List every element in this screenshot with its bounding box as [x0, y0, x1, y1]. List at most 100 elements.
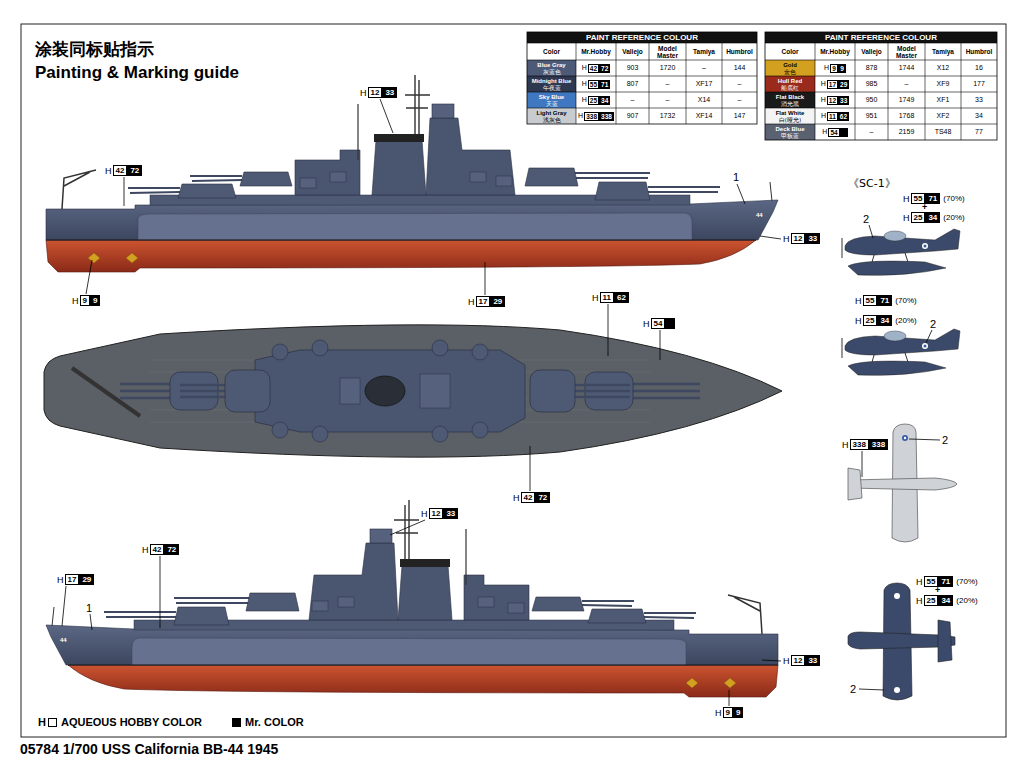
leader-line: [862, 451, 863, 477]
color-name: Midnight Blue: [532, 78, 572, 85]
label-text: 2: [930, 318, 936, 330]
callout-letter: H: [578, 112, 583, 120]
table-cell: H338338: [576, 108, 616, 124]
callout-letter: H: [105, 166, 112, 176]
table-text: –: [905, 80, 909, 88]
ship-top-view: [44, 325, 782, 457]
table-cell: –: [649, 76, 686, 92]
ship-side-view: [300, 178, 316, 188]
callout-letter: H: [468, 297, 475, 307]
table-cell: Vallejo: [616, 43, 649, 60]
paint-callout: H338338: [842, 439, 888, 450]
ship-top-view: [420, 374, 450, 408]
color-cell: Light Gray浅灰色: [527, 108, 576, 124]
ship-top-view: [365, 376, 405, 406]
table-heading: PAINT REFERENCE COLOUR: [586, 33, 698, 43]
floatplane-top-gray: [904, 437, 906, 439]
ship-side-view: [240, 172, 292, 186]
leader-line: [160, 556, 161, 628]
table-cell: 147: [722, 108, 757, 124]
table-text: 34: [975, 112, 983, 120]
paint-table: [765, 124, 997, 125]
color-name: Gold: [783, 62, 797, 69]
color-cell: Midnight Blue午夜蓝: [527, 76, 576, 92]
paint-table: [888, 43, 889, 140]
percent-note: (20%): [956, 596, 977, 605]
table-text: 2159: [899, 128, 915, 136]
ship-top-view: [530, 370, 575, 412]
leader-line: [859, 689, 884, 690]
table-text: –: [666, 96, 670, 104]
callout-letter: H: [783, 234, 790, 244]
column-heading: Tamiya: [693, 48, 715, 55]
table-cell: XF17: [686, 76, 722, 92]
table-cell: H1162: [815, 108, 855, 124]
floatplane-side: [884, 231, 906, 241]
color-code: 54: [651, 318, 666, 329]
table-cell: –: [722, 92, 757, 108]
table-cell: –: [888, 76, 925, 92]
color-code-inverse: 338: [599, 112, 614, 121]
table-cell: 878: [855, 60, 888, 76]
label-text: 2: [942, 434, 948, 446]
ship-side-view: [178, 184, 236, 198]
color-code: 25: [924, 595, 939, 606]
column-heading: Mr.Hobby: [581, 48, 611, 55]
paint-table: [527, 108, 576, 124]
color-code: 25: [863, 315, 878, 326]
ship-top-view: [272, 344, 288, 360]
color-code-inverse: 72: [127, 165, 142, 176]
percent-note: (70%): [943, 194, 964, 203]
paint-table: [925, 43, 926, 140]
color-code-inverse: 33: [443, 508, 458, 519]
color-code-inverse: 29: [79, 574, 94, 585]
ship-top-view: [120, 384, 172, 398]
color-code-box: [665, 318, 675, 329]
color-cell: Sky Blue天蓝: [527, 92, 576, 108]
color-code-inverse: 72: [599, 64, 610, 73]
table-cell: XF9: [925, 76, 961, 92]
floatplane-top-gray: [848, 424, 957, 542]
paint-table: [765, 124, 815, 140]
color-code: 25: [911, 212, 926, 223]
callout-letter: H: [822, 128, 827, 136]
floatplane-top-blue: [938, 620, 952, 662]
paint-table: [527, 76, 757, 77]
paint-callout: H1729: [57, 574, 94, 585]
color-code: 11: [600, 292, 614, 303]
callout-letter: H: [421, 509, 428, 519]
paint-callout: H1233: [783, 233, 820, 244]
leader-line: [86, 260, 92, 294]
table-text: X14: [698, 96, 710, 104]
table-cell: 1768: [888, 108, 925, 124]
table-cell: 1732: [649, 108, 686, 124]
color-name-cn: 午夜蓝: [543, 85, 561, 91]
table-cell: Tamiya: [925, 43, 961, 60]
callout-letter: H: [72, 296, 79, 306]
color-code: 54: [828, 128, 839, 137]
paint-table: [527, 60, 757, 61]
paint-table: [527, 32, 757, 124]
paint-table: [527, 32, 757, 43]
floatplane-top-gray: [848, 468, 862, 500]
table-cell: Color: [765, 43, 815, 60]
paint-callout: H1233: [421, 508, 458, 519]
ship-side-view: [648, 187, 720, 192]
paint-table: [765, 108, 815, 124]
callout-letter: H: [824, 64, 829, 72]
ship-side-view: [426, 118, 515, 195]
color-name-cn: 甲板蓝: [781, 133, 799, 139]
paint-callout: H1233: [783, 655, 820, 666]
label-text: H: [38, 716, 46, 729]
color-cell: Flat Black消光黑: [765, 92, 815, 108]
paint-table: [765, 32, 997, 43]
color-code: 42: [588, 64, 599, 73]
color-code-inverse: 9: [838, 64, 846, 73]
table-cell: XF14: [686, 108, 722, 124]
paint-callout: H1729: [468, 296, 505, 307]
table-cell: H1233: [815, 92, 855, 108]
label-text: 2: [850, 683, 856, 695]
callout-letter: H: [916, 596, 923, 606]
floatplane-side-2: [842, 329, 960, 375]
table-cell: H2534: [576, 92, 616, 108]
